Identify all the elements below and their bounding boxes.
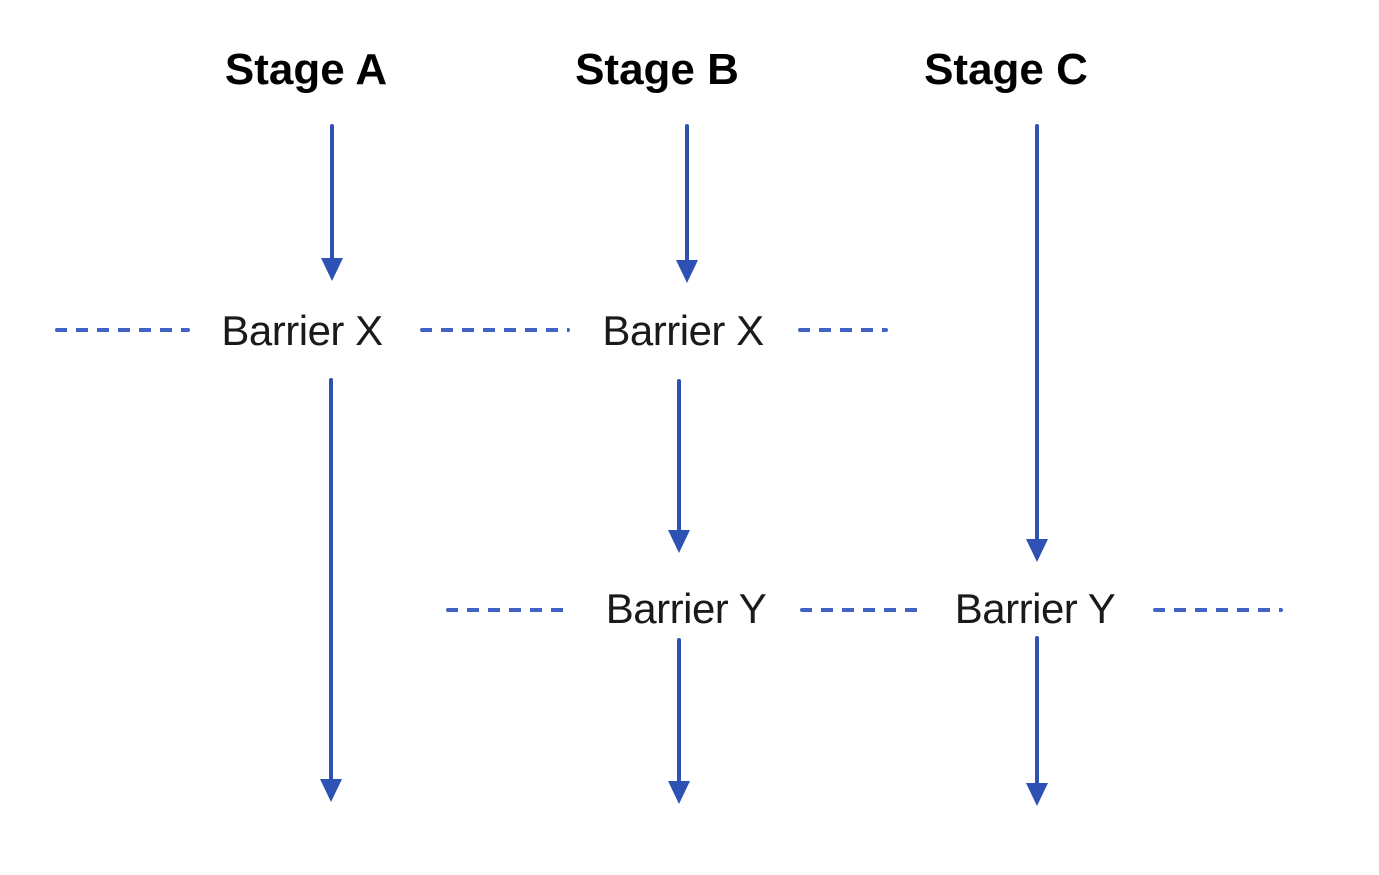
arrow-down-icon (676, 260, 698, 283)
arrow-down-icon (668, 530, 690, 553)
barrier-y-dashed-segment-2 (800, 608, 920, 612)
arrow-down-icon (1026, 539, 1048, 562)
arrow-down-icon (321, 258, 343, 281)
stage-a-arrow-to-barrier-x (321, 124, 343, 281)
stage-b-arrow-to-barrier-x (676, 124, 698, 283)
arrow-line (1035, 124, 1039, 541)
barrier-x-label-2: Barrier X (602, 307, 764, 354)
barrier-x-dashed-segment-2 (420, 328, 570, 332)
arrow-line (677, 638, 681, 783)
arrow-line (677, 379, 681, 532)
barrier-y-label-1: Barrier Y (605, 585, 767, 632)
stage-b-arrow-to-end (668, 638, 690, 804)
arrow-line (685, 124, 689, 262)
barrier-y-label-2: Barrier Y (954, 585, 1116, 632)
stage-a-arrow-to-end (320, 378, 342, 802)
arrow-line (330, 124, 334, 260)
arrow-down-icon (320, 779, 342, 802)
barrier-y-dashed-segment-3 (1153, 608, 1283, 612)
stage-b-heading: Stage B (575, 45, 739, 94)
barrier-x-dashed-segment-1 (55, 328, 190, 332)
barrier-y-dashed-segment-1 (446, 608, 572, 612)
arrow-down-icon (668, 781, 690, 804)
stage-c-arrow-to-end (1026, 636, 1048, 806)
arrow-line (1035, 636, 1039, 785)
stage-c-arrow-to-barrier-y (1026, 124, 1048, 562)
stage-c-heading: Stage C (924, 45, 1088, 94)
arrow-down-icon (1026, 783, 1048, 806)
barrier-x-label-1: Barrier X (221, 307, 383, 354)
arrow-line (329, 378, 333, 781)
barrier-x-dashed-segment-3 (798, 328, 888, 332)
stage-a-heading: Stage A (224, 45, 388, 94)
stage-b-arrow-to-barrier-y (668, 379, 690, 553)
